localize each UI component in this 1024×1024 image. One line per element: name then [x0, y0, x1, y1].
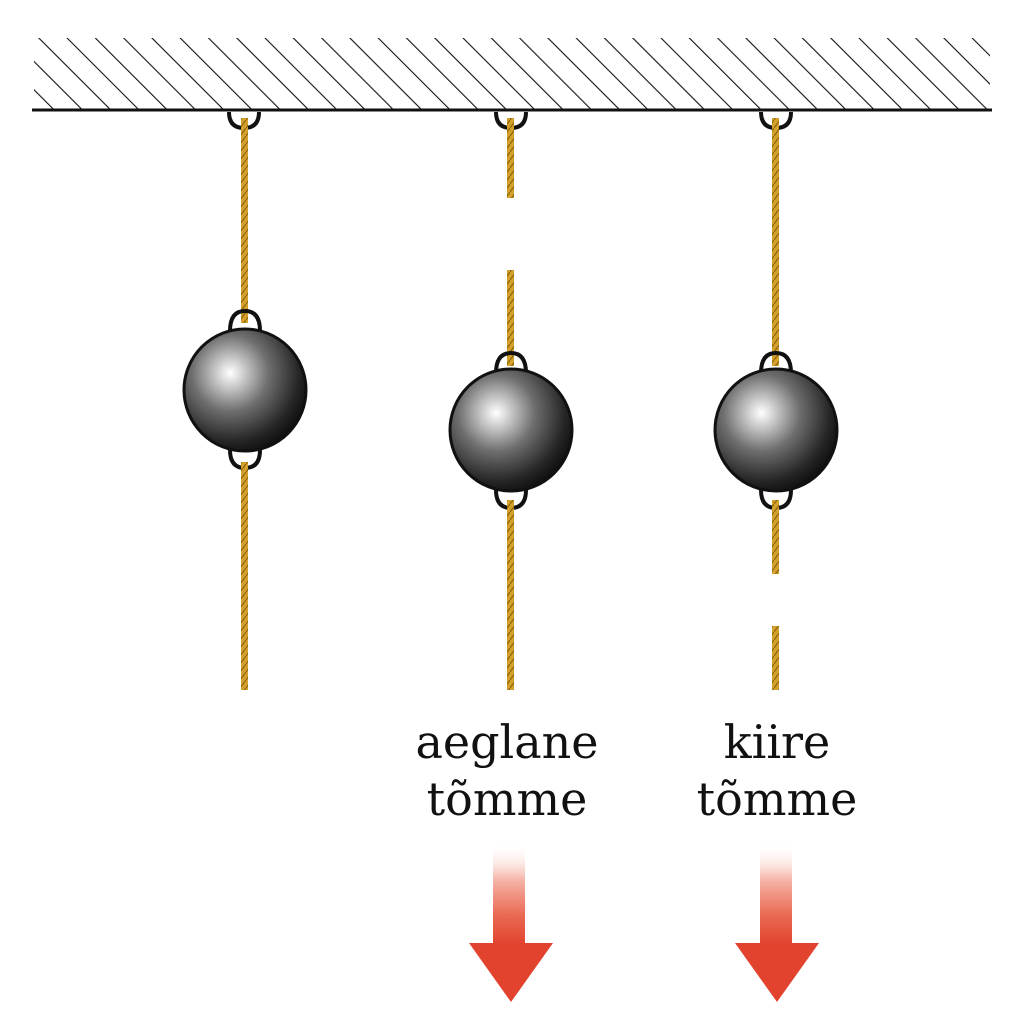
- fast-pull-label-line1: kiire: [724, 715, 831, 769]
- upper-string-broken-top: [507, 118, 514, 198]
- metal-ball-icon: [448, 367, 574, 493]
- down-arrow-icon: [735, 943, 819, 1002]
- slow-pull-arrow: [469, 845, 553, 1002]
- fast-pull-label-line2: tõmme: [697, 772, 858, 826]
- ball-top-loop-icon: [759, 350, 793, 374]
- down-arrow-shaft: [760, 845, 792, 945]
- lower-string-broken-bottom: [772, 626, 779, 690]
- lower-string: [507, 500, 514, 690]
- down-arrow-shaft: [493, 845, 525, 945]
- upper-string-broken-bottom: [507, 270, 514, 366]
- down-arrow-icon: [469, 943, 553, 1002]
- upper-string: [772, 118, 779, 366]
- ball-top-loop-icon: [228, 308, 262, 332]
- lower-string: [241, 462, 248, 690]
- pendulum-left: [182, 111, 308, 690]
- ceiling: [32, 38, 992, 112]
- metal-ball-icon: [713, 367, 839, 493]
- upper-string: [241, 118, 248, 323]
- fast-pull-arrow: [735, 845, 819, 1002]
- pendulum-fast-pull: [713, 111, 839, 690]
- slow-pull-label-line2: tõmme: [427, 772, 588, 826]
- ceiling-hatch: [34, 38, 990, 110]
- lower-string-broken-top: [772, 500, 779, 574]
- slow-pull-label-line1: aeglane: [415, 715, 598, 769]
- metal-ball-icon: [182, 327, 308, 453]
- ball-top-loop-icon: [494, 350, 528, 374]
- pendulum-slow-pull: [448, 111, 574, 690]
